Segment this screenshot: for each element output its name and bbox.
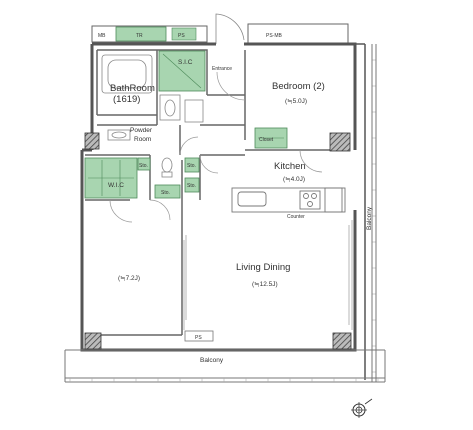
shafts [84,132,352,350]
living-dining-label: Living Dining [236,262,290,273]
sto-storage-1 [137,157,151,171]
sto-label-1: Sto. [139,163,148,169]
sto-storage-3 [184,157,200,173]
ps-mb-label: PS·MB [266,33,283,39]
counter-label: Counter [287,214,305,220]
ps-bottom-label: PS [195,335,202,341]
compass-icon [351,398,373,418]
balcony-right-label: Balcony [366,206,373,230]
tr-label: TR [136,33,143,39]
balcony-bottom [64,349,386,383]
kitchen-size: (≒4.0J) [283,176,305,183]
storage-shelf-lines [88,53,284,196]
balcony-bottom-label: Balcony [200,357,224,364]
top-ps-mb-strip: PS·MB [247,23,349,45]
entrance-door-arc [215,13,245,44]
bedroom2-label: Bedroom (2) [272,81,325,92]
door-arcs [109,71,323,223]
bathroom-label: BathRoom [110,83,155,94]
interior-walls [85,49,350,336]
kitchen-counter [231,187,346,213]
mb-label: MB [98,33,106,39]
sto-label-4: Sto. [187,183,196,189]
powder-room-label-1: Powder [130,127,153,134]
sliding-doors [183,220,353,330]
closet-label: Closet [259,137,274,143]
tr-storage [115,26,167,42]
kitchen-label: Kitchen [274,161,306,172]
ps-label-top-left: PS [178,33,185,39]
wic-label: W.I.C [108,182,124,189]
entrance-label: Entrance [212,66,232,72]
sto-label-2: Sto. [161,190,170,196]
bottom-ps: PS [184,330,214,342]
bedroom2-size: (≒5.0J) [285,98,307,105]
sto-storage-2 [154,184,181,199]
bathroom-fixtures [101,54,204,178]
top-meter-strip: MB TR PS [91,25,208,43]
room-size-label: (≒7.2J) [118,275,140,282]
balcony-railing-ticks [69,59,379,382]
living-size-label: (≒12.5J) [252,281,278,288]
powder-room-label-2: Room [134,136,151,143]
sto-storage-4 [184,177,200,193]
bathroom-size: (1619) [113,94,140,105]
balcony-right [371,44,377,382]
sic-label: S.I.C [178,59,193,66]
sto-label-3: Sto. [187,163,196,169]
room-labels: Entrance S.I.C BathRoom (1619) Bedroom (… [108,59,373,364]
